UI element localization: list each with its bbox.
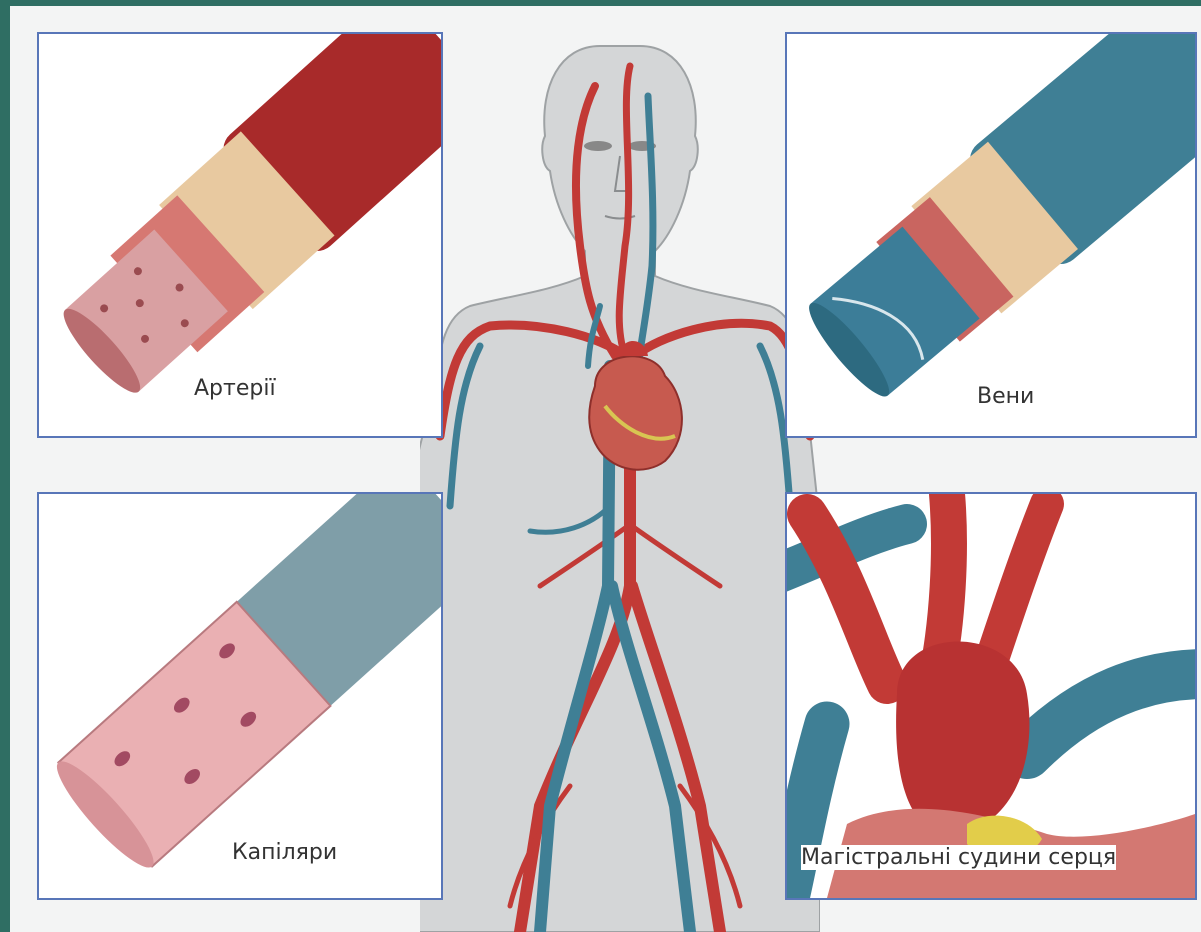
great-vessels-panel: Магістральні судини серця	[785, 492, 1197, 900]
body-silhouette	[420, 46, 820, 932]
veins-panel: Вени	[785, 32, 1197, 438]
great-vessels-illustration	[787, 494, 1195, 898]
arteries-label: Артерії	[194, 376, 276, 401]
capillaries-panel: Капіляри	[37, 492, 443, 900]
great-vessels-label: Магістральні судини серця	[801, 845, 1116, 870]
veins-label: Вени	[977, 384, 1034, 409]
aortic-arch	[896, 642, 1029, 835]
arteries-panel: Артерії	[37, 32, 443, 438]
vein-cross-section-illustration	[787, 34, 1195, 436]
human-circulatory-system-illustration	[420, 6, 820, 932]
left-eye	[584, 141, 612, 151]
capillary-illustration	[39, 494, 441, 898]
capillaries-label: Капіляри	[232, 840, 337, 865]
